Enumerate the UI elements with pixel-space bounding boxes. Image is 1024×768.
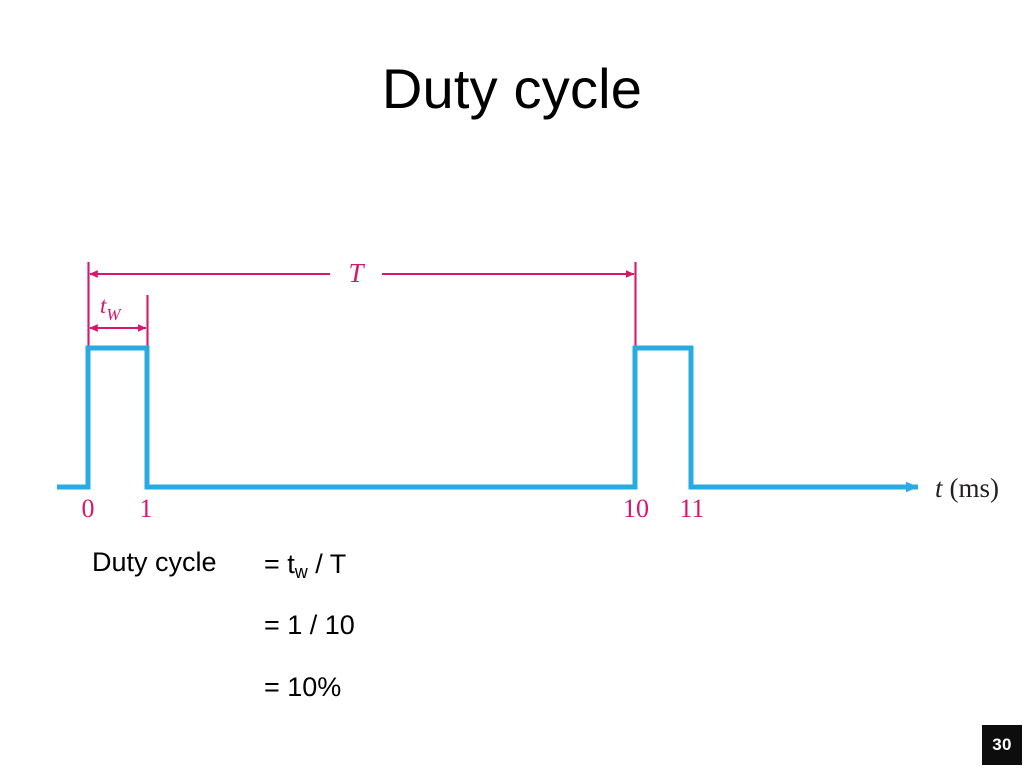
tick-label-1: 1	[140, 494, 153, 523]
formula-row-1-prefix: = t	[264, 549, 295, 579]
axis-label-variable: t	[935, 473, 944, 503]
waveform-svg: T tW 0 1 10 11 t(ms)	[57, 258, 999, 523]
page-number-badge: 30	[982, 725, 1022, 765]
period-dimension-group: T	[87, 258, 637, 348]
formula-row-ratio: = 1 / 10	[264, 603, 355, 647]
period-label: T	[348, 258, 365, 288]
axis-tick-labels: 0 1 10 11	[82, 494, 705, 523]
axis-label-unit: (ms)	[950, 473, 1000, 503]
pulse-width-dimension-group: tW	[89, 293, 149, 348]
formula-row-1-suffix: / T	[307, 549, 347, 579]
formula-row-percent: = 10%	[264, 665, 341, 709]
pulse-width-label-subscript: W	[106, 305, 122, 324]
formula-row-3-prefix: = 10%	[264, 672, 342, 702]
tick-label-10: 10	[623, 494, 649, 523]
tick-label-0: 0	[82, 494, 95, 523]
formula-label: Duty cycle	[92, 547, 217, 577]
page-title: Duty cycle	[381, 57, 643, 120]
formula-row-2-prefix: = 1 / 10	[264, 610, 355, 640]
formula-row-definition: = tw / T	[264, 542, 346, 586]
pulse-train-waveform	[57, 345, 919, 493]
pulse-width-label: tW	[100, 293, 122, 324]
duty-cycle-waveform-figure: T tW 0 1 10 11 t(ms)	[0, 240, 1024, 530]
tick-label-11: 11	[679, 494, 704, 523]
formula-row-1-subscript: w	[294, 562, 308, 583]
axis-label-time: t(ms)	[935, 473, 999, 503]
duty-cycle-formula-block: Duty cycle = tw / T = 1 / 10 = 10%	[0, 540, 1024, 720]
pulse-width-label-base: t	[100, 293, 107, 318]
